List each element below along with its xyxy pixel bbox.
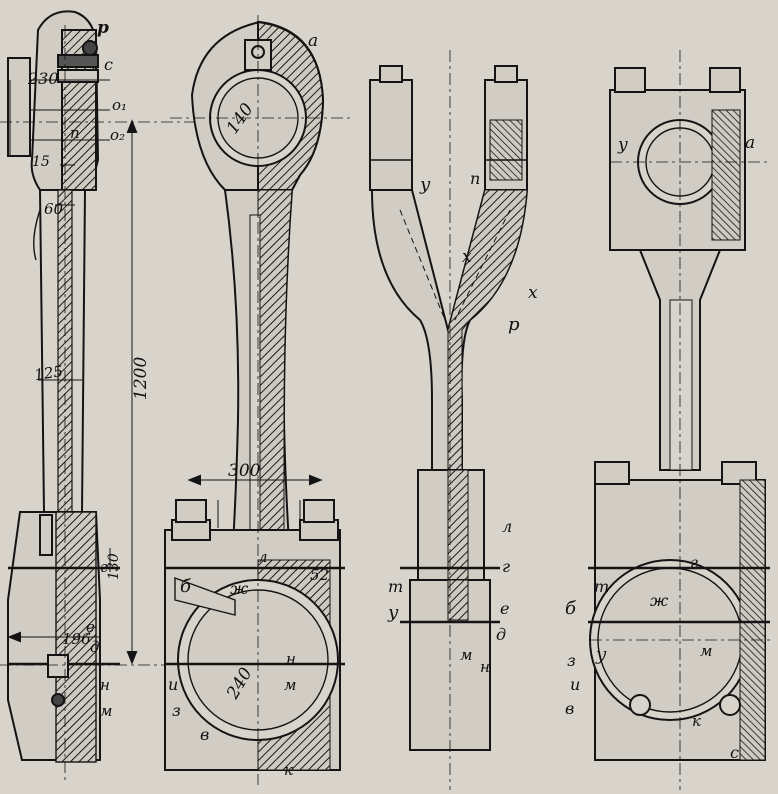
- label-a: а: [745, 133, 755, 153]
- label-r: г: [690, 553, 698, 572]
- label-m: м: [284, 676, 296, 694]
- label-n: п: [70, 124, 80, 142]
- label-z: з: [172, 701, 181, 720]
- label-o2: о₂: [110, 126, 125, 144]
- view-forked-rod: [369, 50, 529, 790]
- label-t: т: [594, 577, 609, 596]
- label-g: г: [502, 557, 510, 576]
- view-front-section: [164, 15, 350, 785]
- label-e: е: [500, 599, 509, 618]
- label-i: и: [570, 675, 580, 694]
- view-side-section: [0, 10, 230, 780]
- label-a: а: [308, 31, 318, 51]
- dim-130: 130: [106, 553, 122, 580]
- label-t: т: [388, 577, 403, 596]
- label-x1: х: [462, 247, 472, 267]
- label-p: р: [508, 314, 520, 335]
- label-v: в: [200, 725, 209, 744]
- label-k: к: [284, 761, 293, 779]
- label-e: е: [86, 618, 95, 636]
- label-l: л: [502, 517, 512, 536]
- label-k: к: [692, 712, 701, 730]
- label-zh: ж: [230, 579, 249, 598]
- label-l: л: [258, 548, 268, 566]
- view-side-labels: 230 15 60 125 1200 130 196 р с о₁ п о₂ г…: [27, 18, 151, 720]
- dim-60: 60: [44, 200, 64, 218]
- dim-52: 52: [310, 566, 329, 584]
- label-m: м: [100, 702, 112, 720]
- label-p: р: [97, 18, 109, 38]
- label-h: н: [286, 650, 296, 668]
- label-b: б: [180, 576, 192, 597]
- label-u: у: [617, 135, 628, 155]
- shank-outline: [39, 189, 86, 513]
- label-c: с: [730, 743, 739, 762]
- label-m: м: [700, 642, 712, 660]
- dim-196: 196: [62, 630, 91, 648]
- label-x2: х: [528, 283, 538, 303]
- label-o1: о₁: [112, 96, 127, 114]
- label-u2: у: [595, 644, 607, 665]
- label-u2: у: [387, 602, 399, 623]
- label-c: с: [104, 55, 113, 74]
- label-n: п: [470, 169, 480, 188]
- label-m: м: [460, 646, 472, 664]
- label-b: б: [565, 598, 577, 619]
- label-i: и: [168, 675, 178, 694]
- label-d: д: [90, 638, 100, 656]
- dim-230: 230: [27, 69, 59, 88]
- label-u1: у: [419, 174, 431, 195]
- label-d: д: [496, 625, 506, 644]
- dim-300: 300: [228, 461, 261, 481]
- view-inner-labels: у а г т ж б у м з и в к с: [565, 133, 755, 762]
- label-h: н: [100, 676, 110, 694]
- label-z: з: [567, 651, 576, 670]
- view-forked-labels: у п х х р л г т у е д м н: [387, 169, 538, 676]
- label-g: г: [100, 558, 108, 576]
- dim-125: 125: [33, 362, 64, 384]
- dim-1200: 1200: [131, 357, 151, 400]
- label-v: в: [565, 699, 574, 718]
- view-inner-rod: [588, 50, 770, 790]
- label-h: н: [480, 658, 490, 676]
- label-zh: ж: [650, 591, 669, 610]
- dim-15: 15: [32, 154, 50, 170]
